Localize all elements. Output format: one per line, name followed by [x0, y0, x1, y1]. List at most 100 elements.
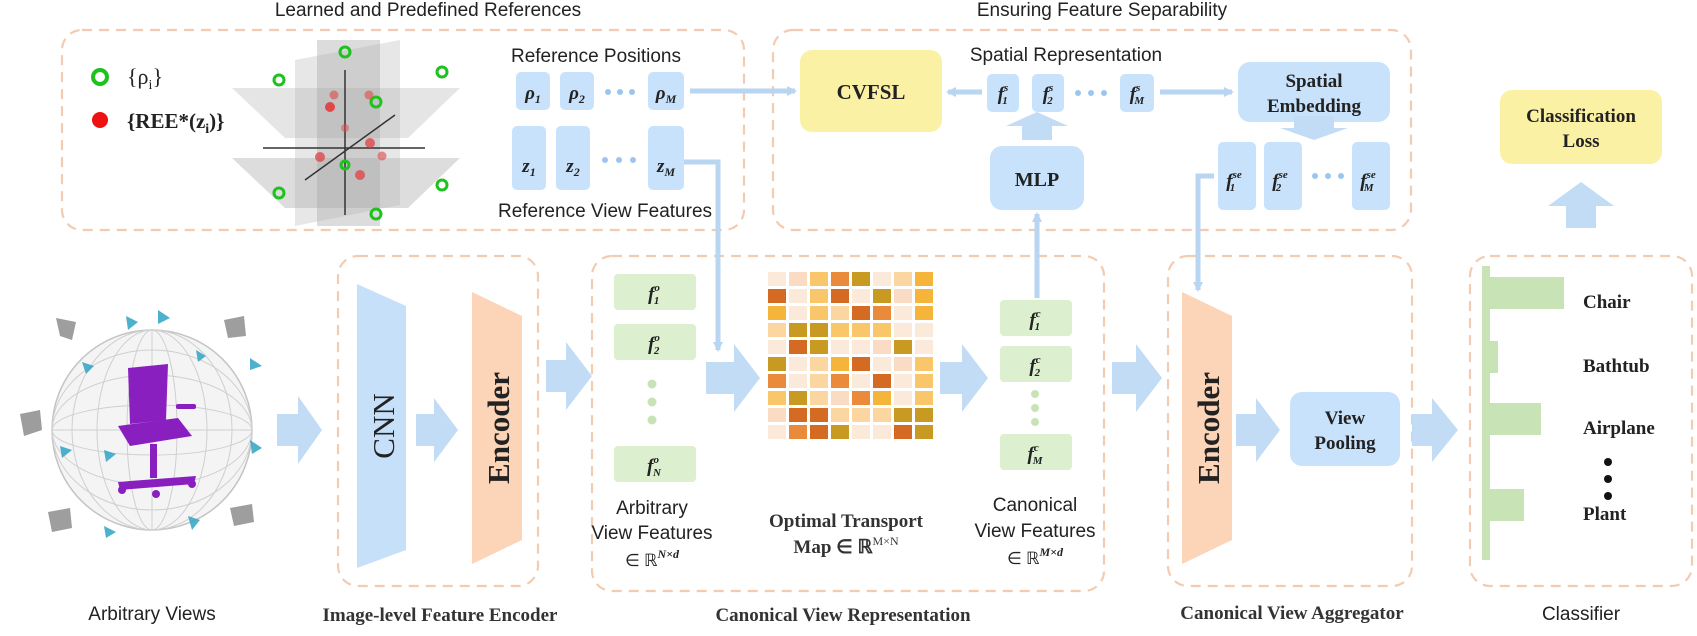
predefined-reference-points [272, 45, 449, 221]
ot-map-cell [915, 374, 933, 388]
rho-M: ρM [655, 83, 677, 106]
ot-map-cell [852, 272, 870, 286]
rho-legend-marker [91, 68, 109, 86]
references-title: Learned and Predefined References [275, 0, 581, 21]
ot-map-cell [810, 408, 828, 422]
canonical-features-line2: View Features [974, 521, 1095, 542]
class-label-chair: Chair [1583, 292, 1631, 313]
ot-map-cell [831, 391, 849, 405]
ot-map-cell [852, 391, 870, 405]
cnn-label: CNN [366, 393, 401, 458]
view-pooling-box [1290, 392, 1400, 466]
chair-3d-model [118, 364, 196, 498]
spatial-embedding-line1: Spatial [1285, 71, 1342, 92]
ot-map-cell [873, 323, 891, 337]
separability-title: Ensuring Feature Separability [977, 0, 1228, 21]
classifier-ellipsis [1604, 458, 1612, 500]
ot-map-cell [852, 306, 870, 320]
ot-map-cell [852, 408, 870, 422]
encoder-block [472, 292, 522, 564]
reference-positions-label: Reference Positions [511, 46, 681, 67]
ot-map-cell [789, 357, 807, 371]
ot-map-cell [894, 408, 912, 422]
ot-map-cell [873, 289, 891, 303]
view-pooling-line1: View [1325, 408, 1366, 429]
ot-map-cell [810, 289, 828, 303]
reference-view-features-label: Reference View Features [498, 201, 712, 222]
connector-arrows [684, 86, 1234, 352]
classifier-bar-chair [1486, 277, 1564, 309]
ot-map-cell [915, 425, 933, 439]
ot-map-cell [873, 272, 891, 286]
z-1: z1 [521, 156, 535, 179]
ot-map-cell [852, 340, 870, 354]
spatial-representation-label: Spatial Representation [970, 45, 1162, 66]
ot-map-cell [768, 391, 786, 405]
ot-map-cell [852, 289, 870, 303]
ot-map-cell [789, 272, 807, 286]
block-arrows [277, 112, 1614, 464]
cvfsl-label: CVFSL [837, 80, 906, 104]
ot-map-cell [915, 391, 933, 405]
aggregator-label: Canonical View Aggregator [1180, 603, 1404, 624]
learned-reference-points [315, 90, 387, 180]
rho-ellipsis [605, 89, 635, 95]
classifier-bar-plant [1486, 489, 1524, 521]
ot-map-cell [852, 323, 870, 337]
ot-map-cell [831, 306, 849, 320]
ot-map-cell [768, 272, 786, 286]
ot-map-cell [852, 357, 870, 371]
ot-map-cell [810, 272, 828, 286]
ot-map-cell [915, 306, 933, 320]
ot-map-cell [873, 425, 891, 439]
ot-map-cell [831, 272, 849, 286]
ot-map-cell [831, 340, 849, 354]
spatial-embedding-feature-boxes [1218, 142, 1390, 210]
ot-map-cell [831, 323, 849, 337]
ot-map-cell [810, 425, 828, 439]
ree-legend-label: {REE*(zi)} [127, 109, 224, 137]
ot-map-cell [789, 374, 807, 388]
aggregator-encoder-label: Encoder [1191, 372, 1226, 484]
ot-map-line1: Optimal Transport [769, 511, 924, 532]
canonical-features-line1: Canonical [993, 495, 1078, 516]
ot-map-cell [789, 323, 807, 337]
ot-map-cell [831, 357, 849, 371]
ot-map-cell [810, 357, 828, 371]
references-frame [60, 28, 746, 232]
classifier-label: Classifier [1542, 604, 1621, 625]
ot-map-cell [789, 391, 807, 405]
ot-map-cell [789, 289, 807, 303]
classifier-bar-airplane [1486, 403, 1541, 435]
canonical-rep-frame [590, 254, 1106, 593]
ot-map-cell [894, 306, 912, 320]
ot-map-cell [768, 306, 786, 320]
reference-coordinate-planes [232, 40, 460, 226]
aggregator-encoder-block [1182, 292, 1232, 564]
ot-map-cell [768, 408, 786, 422]
feature-encoder-label: Image-level Feature Encoder [323, 605, 559, 626]
canonical-ellipsis [1031, 390, 1039, 426]
ot-map-cell [831, 408, 849, 422]
ot-map-cell [873, 391, 891, 405]
ot-map-cell [894, 323, 912, 337]
mlp-label: MLP [1015, 169, 1059, 191]
ot-map-line2: Map ∈ ℝM×N [793, 534, 899, 558]
ot-map-cell [831, 374, 849, 388]
encoder-label: Encoder [481, 372, 516, 484]
arbitrary-ellipsis [647, 379, 657, 425]
rho-1: ρ1 [524, 83, 541, 106]
canonical-rep-label: Canonical View Representation [715, 605, 971, 626]
class-label-plant: Plant [1583, 504, 1627, 525]
ot-map-cell [810, 391, 828, 405]
ot-map-cell [789, 306, 807, 320]
canonical-features-line3: ∈ ℝM×d [1007, 545, 1064, 568]
arbitrary-features-line3: ∈ ℝN×d [625, 547, 680, 570]
